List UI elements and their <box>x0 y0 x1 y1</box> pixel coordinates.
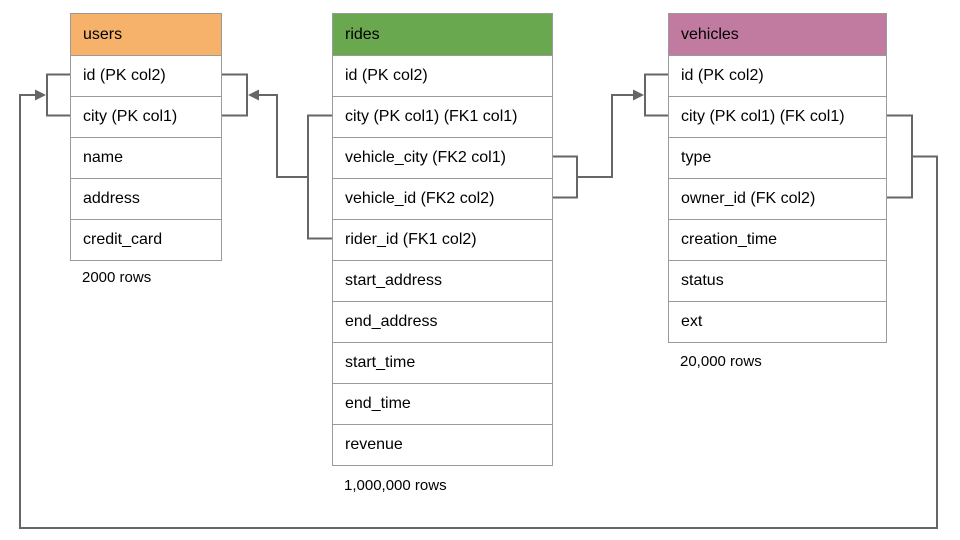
arrowhead-into-vehicles-left <box>633 89 644 101</box>
table-column-row: id (PK col2) <box>669 55 886 96</box>
table-column-row: owner_id (FK col2) <box>669 178 886 219</box>
table-column-row: creation_time <box>669 219 886 260</box>
table-users-header: users <box>71 14 221 55</box>
connector-rides-fk2-vehicles <box>553 73 668 199</box>
table-column-row: ext <box>669 301 886 342</box>
table-column-row: vehicle_city (FK2 col1) <box>333 137 552 178</box>
table-column-row: city (PK col1) (FK1 col1) <box>333 96 552 137</box>
arrowhead-into-users-left <box>35 89 46 101</box>
table-column-row: revenue <box>333 424 552 465</box>
table-rides-rowcount: 1,000,000 rows <box>344 477 447 494</box>
table-rides-rows: id (PK col2)city (PK col1) (FK1 col1)veh… <box>333 55 552 465</box>
table-column-row: credit_card <box>71 219 221 260</box>
table-column-row: address <box>71 178 221 219</box>
table-column-row: vehicle_id (FK2 col2) <box>333 178 552 219</box>
table-column-row: type <box>669 137 886 178</box>
table-column-row: end_time <box>333 383 552 424</box>
connector-rides-fk1-users <box>222 73 332 240</box>
arrowhead-into-users-right <box>248 89 259 101</box>
table-column-row: name <box>71 137 221 178</box>
table-vehicles: vehicles id (PK col2)city (PK col1) (FK … <box>668 13 887 343</box>
table-vehicles-rows: id (PK col2)city (PK col1) (FK col1)type… <box>669 55 886 342</box>
table-column-row: rider_id (FK1 col2) <box>333 219 552 260</box>
table-column-row: city (PK col1) (FK col1) <box>669 96 886 137</box>
table-column-row: start_time <box>333 342 552 383</box>
table-vehicles-rowcount: 20,000 rows <box>680 353 762 370</box>
table-column-row: city (PK col1) <box>71 96 221 137</box>
table-vehicles-header: vehicles <box>669 14 886 55</box>
table-column-row: status <box>669 260 886 301</box>
table-column-row: end_address <box>333 301 552 342</box>
table-users-rowcount: 2000 rows <box>82 269 152 286</box>
table-column-row: id (PK col2) <box>333 55 552 96</box>
table-column-row: id (PK col2) <box>71 55 221 96</box>
table-rides-header: rides <box>333 14 552 55</box>
table-column-row: start_address <box>333 260 552 301</box>
connector-vehicles-fk-users <box>19 73 938 529</box>
table-rides: rides id (PK col2)city (PK col1) (FK1 co… <box>332 13 553 466</box>
